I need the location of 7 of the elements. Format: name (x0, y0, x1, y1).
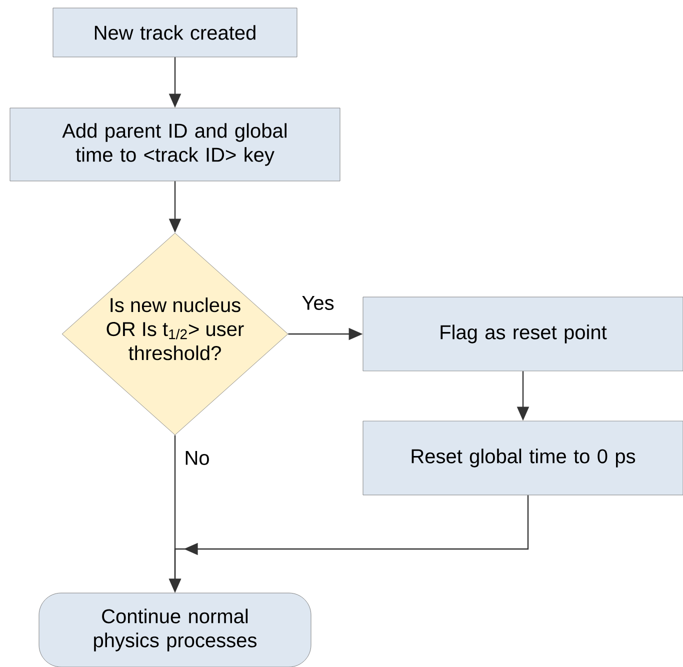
edge-label: No (183, 450, 211, 466)
edge-label: Yes (300, 295, 336, 311)
process-box: Reset global time to 0 ps (362, 420, 683, 496)
terminal-box: Continue normal physics processes (38, 592, 312, 667)
process-box: Flag as reset point (362, 296, 683, 372)
process-box: New track created (52, 8, 298, 58)
process-box: Add parent ID and global time to <track ID> key (10, 108, 340, 182)
